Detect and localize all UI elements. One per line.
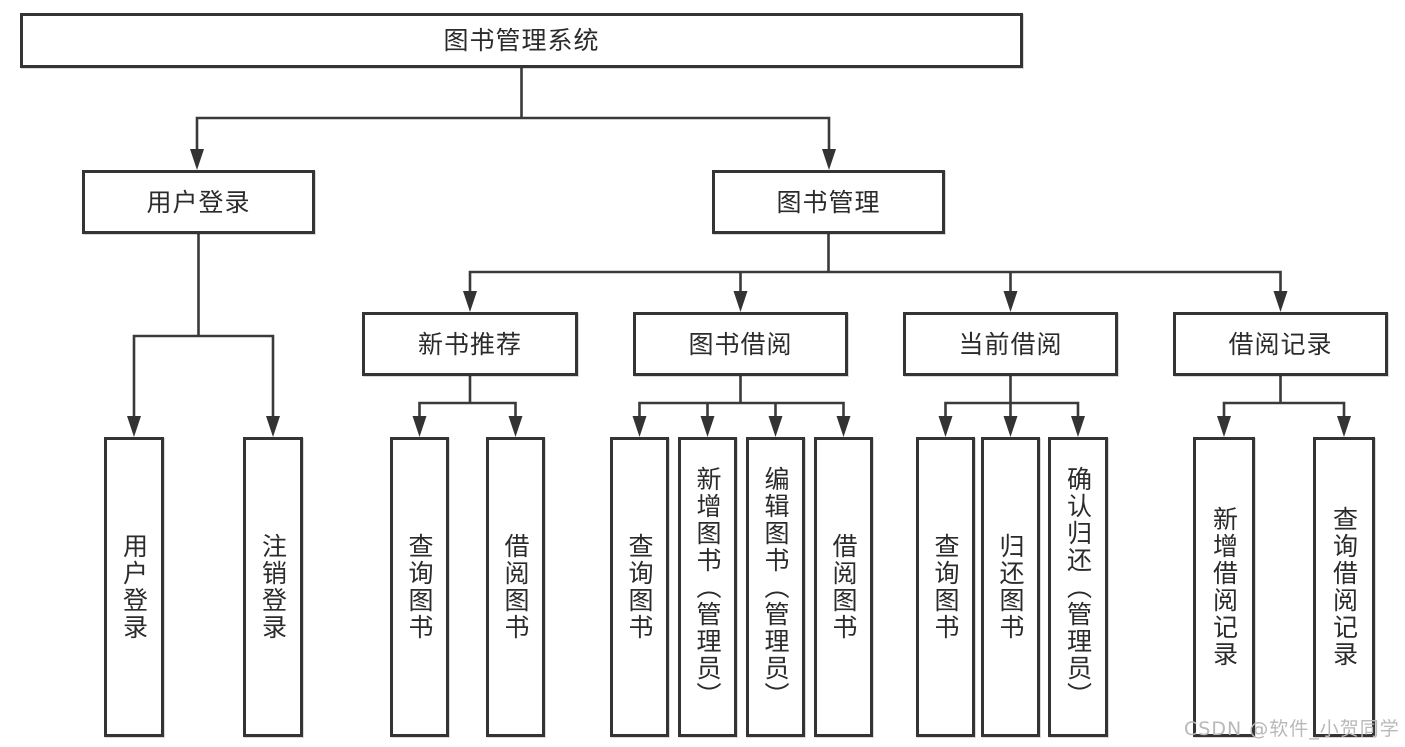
leaf-add-borrow-record-label: 新增借阅记录: [1209, 506, 1239, 668]
node-new-book-recommend: 新书推荐: [362, 312, 578, 376]
leaf-user-login-label: 用户登录: [119, 533, 149, 641]
leaf-edit-book-admin-label: 编辑图书（管理员）: [761, 465, 790, 709]
leaf-query-books-3: 查询图书: [916, 437, 975, 737]
arrowhead: [1003, 416, 1018, 437]
arrowhead: [127, 416, 141, 437]
watermark: CSDN @软件_小贺同学: [1184, 718, 1400, 740]
arrowhead: [836, 416, 851, 437]
leaf-logout-login: 注销登录: [243, 437, 303, 737]
arrowhead: [190, 149, 204, 170]
arrowhead: [822, 149, 836, 170]
node-new-book-recommend-label: 新书推荐: [417, 329, 522, 359]
leaf-borrow-books-1: 借阅图书: [486, 437, 545, 737]
leaf-add-borrow-record: 新增借阅记录: [1193, 437, 1255, 737]
node-book-borrow: 图书借阅: [633, 312, 848, 376]
leaf-return-books-label: 归还图书: [996, 533, 1025, 641]
arrowhead: [700, 416, 715, 437]
leaf-logout-login-label: 注销登录: [258, 533, 288, 641]
arrowhead: [1003, 291, 1018, 312]
leaf-query-books-3-label: 查询图书: [931, 533, 960, 641]
leaf-query-books-1-label: 查询图书: [405, 533, 434, 641]
connector-user-login-to-leaves: [127, 232, 280, 437]
leaf-return-books: 归还图书: [981, 437, 1040, 737]
node-current-borrow-label: 当前借阅: [958, 329, 1063, 359]
connector-borrow-records-to-leaves: [1217, 374, 1351, 437]
node-borrow-records-label: 借阅记录: [1228, 329, 1333, 359]
node-user-login: 用户登录: [82, 170, 315, 234]
leaf-borrow-books-1-label: 借阅图书: [501, 533, 530, 641]
arrowhead: [463, 291, 477, 312]
connector-new-book-recommend-to-leaves: [412, 374, 523, 437]
arrowhead: [412, 416, 427, 437]
connector-book-borrow-to-leaves: [632, 374, 851, 437]
arrowhead: [768, 416, 783, 437]
arrowhead: [938, 416, 953, 437]
node-book-mgmt-label: 图书管理: [776, 187, 881, 217]
arrowhead: [733, 291, 748, 312]
node-user-login-label: 用户登录: [146, 187, 251, 217]
leaf-confirm-return-admin: 确认归还（管理员）: [1048, 437, 1108, 737]
connector-book-mgmt-to-level3: [463, 232, 1288, 312]
node-current-borrow: 当前借阅: [903, 312, 1118, 376]
leaf-query-books-2-label: 查询图书: [625, 533, 654, 641]
leaf-query-books-1: 查询图书: [390, 437, 449, 737]
leaf-query-borrow-record-label: 查询借阅记录: [1329, 506, 1359, 668]
arrowhead: [1273, 291, 1288, 312]
arrowhead: [632, 416, 647, 437]
arrowhead: [1337, 416, 1351, 437]
leaf-query-books-2: 查询图书: [610, 437, 669, 737]
leaf-borrow-books-2-label: 借阅图书: [829, 533, 858, 641]
leaf-edit-book-admin: 编辑图书（管理员）: [746, 437, 805, 737]
node-root: 图书管理系统: [20, 13, 1023, 68]
arrowhead: [1217, 416, 1231, 437]
leaf-add-book-admin: 新增图书（管理员）: [678, 437, 737, 737]
connector-current-borrow-to-leaves: [938, 374, 1085, 437]
node-book-borrow-label: 图书借阅: [688, 329, 793, 359]
leaf-confirm-return-admin-label: 确认归还（管理员）: [1063, 465, 1093, 709]
node-root-label: 图书管理系统: [443, 26, 600, 55]
leaf-user-login: 用户登录: [104, 437, 164, 737]
arrowhead: [266, 416, 280, 437]
leaf-add-book-admin-label: 新增图书（管理员）: [693, 465, 722, 709]
leaf-borrow-books-2: 借阅图书: [814, 437, 873, 737]
leaf-query-borrow-record: 查询借阅记录: [1313, 437, 1375, 737]
connector-root-to-level2: [190, 65, 836, 170]
node-borrow-records: 借阅记录: [1173, 312, 1388, 376]
arrowhead: [1071, 416, 1085, 437]
arrowhead: [508, 416, 523, 437]
node-book-mgmt: 图书管理: [712, 170, 945, 234]
